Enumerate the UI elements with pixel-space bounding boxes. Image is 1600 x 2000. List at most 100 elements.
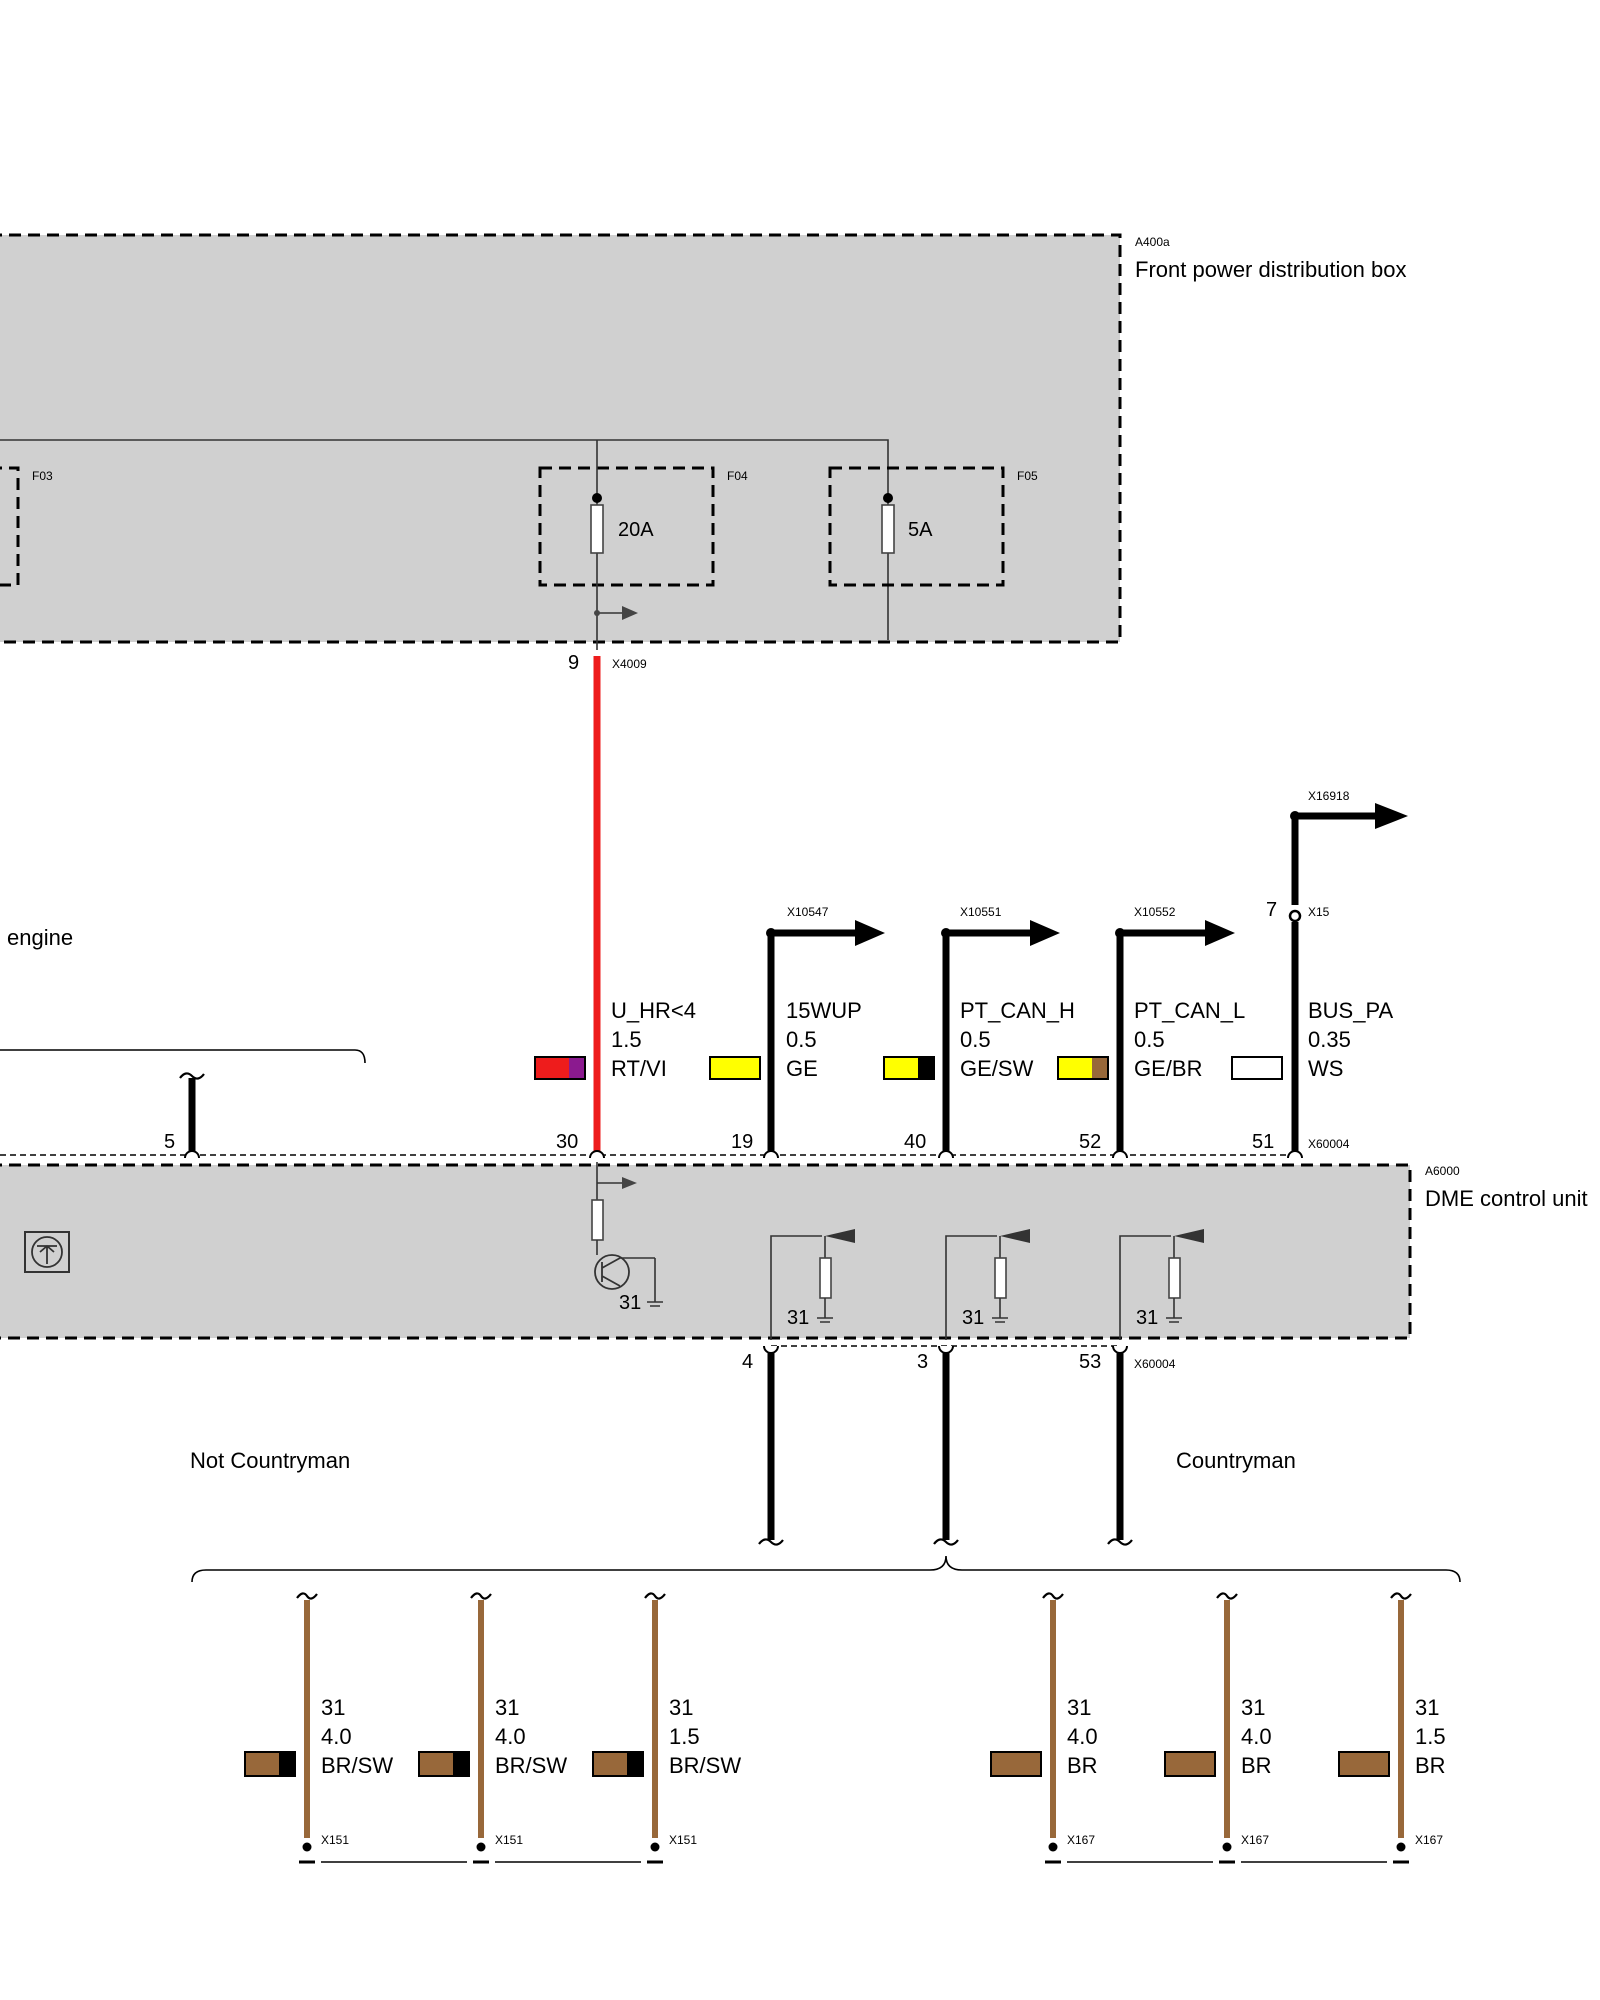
power-box-connector: X4009 <box>612 657 647 671</box>
ground-color-code: BR/SW <box>495 1753 567 1778</box>
ground-function: 31 <box>1067 1695 1091 1720</box>
fuse-code: F04 <box>727 469 748 483</box>
color-swatch <box>592 1751 644 1777</box>
wire-destination: X10551 <box>960 905 1002 919</box>
connection-point <box>1222 1842 1232 1852</box>
power-box-code: A400a <box>1135 235 1170 249</box>
wire-signal: 15WUP <box>786 998 862 1023</box>
wire-signal: PT_CAN_H <box>960 998 1075 1023</box>
ground-color-code: BR/SW <box>321 1753 393 1778</box>
ground-label: 31 <box>619 1292 641 1314</box>
ground-wires: 4 3 53 X60004 <box>742 1345 1176 1546</box>
ground-label: 31 <box>1136 1307 1158 1329</box>
connection-point <box>1396 1842 1406 1852</box>
ground-size: 4.0 <box>321 1724 352 1749</box>
pin-number: 40 <box>904 1131 926 1153</box>
ground-color-code: BR <box>1241 1753 1272 1778</box>
pin-number: 5 <box>164 1131 175 1153</box>
pin-number: 53 <box>1079 1351 1101 1373</box>
color-swatch <box>1164 1751 1216 1777</box>
ground-function: 31 <box>1415 1695 1439 1720</box>
wire-signal: BUS_PA <box>1308 998 1394 1023</box>
color-swatch-ge <box>709 1056 761 1080</box>
wire-break-icon <box>1216 1592 1238 1600</box>
power-box-pin: 9 <box>568 652 579 674</box>
wire-destination: X10552 <box>1134 905 1176 919</box>
output-driver-circuit: 31 <box>591 1162 663 1314</box>
ground-size: 1.5 <box>1415 1724 1446 1749</box>
color-swatch-ge-sw <box>883 1056 935 1080</box>
ground-connector: X151 <box>495 1833 523 1847</box>
wire-color-code: GE/BR <box>1134 1056 1202 1081</box>
color-swatch <box>990 1751 1042 1777</box>
wire-size: 0.5 <box>1134 1027 1165 1052</box>
fuse-f05: F05 5A <box>828 466 1038 587</box>
wire-u-hr: 30 U_HR<4 1.5 RT/VI <box>534 656 696 1155</box>
wire-size: 0.35 <box>1308 1027 1351 1052</box>
ground-function: 31 <box>669 1695 693 1720</box>
wire-color-code: WS <box>1308 1056 1343 1081</box>
ground-color-code: BR/SW <box>669 1753 741 1778</box>
ground-point: 31 4.0BR/SW X151 <box>244 1592 393 1864</box>
connection-point <box>476 1842 486 1852</box>
ground-point: 31 1.5BR X167 <box>1338 1592 1446 1864</box>
ground-point: 31 1.5BR/SW X151 <box>592 1592 741 1864</box>
ground-points: 31 4.0BR/SW X151 31 4.0BR/SW X151 31 1.5BR/SW X1… <box>244 1592 1446 1864</box>
pin-number: 4 <box>742 1351 753 1373</box>
ground-function: 31 <box>1241 1695 1265 1720</box>
wire-color-code: RT/VI <box>611 1056 667 1081</box>
transistor-symbol-icon <box>24 1231 70 1273</box>
dme-connector-bottom: X60004 <box>1134 1357 1176 1371</box>
dme-title: DME control unit <box>1425 1186 1588 1211</box>
variant-countryman: Countryman <box>1176 1448 1296 1473</box>
wire-bus-pa: X16918 7 X15 51 BUS_PA 0.35 WS X60004 <box>1231 789 1408 1155</box>
color-swatch-ws <box>1231 1056 1283 1080</box>
ground-color-code: BR <box>1415 1753 1446 1778</box>
fuse-f03: F03 <box>0 466 53 587</box>
variant-not-countryman: Not Countryman <box>190 1448 350 1473</box>
wire-size: 0.5 <box>960 1027 991 1052</box>
ground-function: 31 <box>495 1695 519 1720</box>
ground-connector: X151 <box>669 1833 697 1847</box>
wire-signal: PT_CAN_L <box>1134 998 1245 1023</box>
wire-break-icon <box>1390 1592 1412 1600</box>
ground-size: 4.0 <box>495 1724 526 1749</box>
pin-number: 30 <box>556 1131 578 1153</box>
fuse-f04: F04 20A <box>538 440 748 650</box>
connection-point <box>1048 1842 1058 1852</box>
termination-pin-3: 31 <box>945 1229 1030 1340</box>
wire-break-icon <box>470 1592 492 1600</box>
wire-destination: X10547 <box>787 905 829 919</box>
fuse-rating: 5A <box>908 519 933 541</box>
wire-signal: U_HR<4 <box>611 998 696 1023</box>
ground-function: 31 <box>321 1695 345 1720</box>
wire-15wup: X10547 19 15WUP 0.5 GE <box>709 905 885 1155</box>
wire-pt-can-l: X10552 52 PT_CAN_L 0.5 GE/BR <box>1057 905 1245 1155</box>
ground-connector: X151 <box>321 1833 349 1847</box>
via-connector: X15 <box>1308 905 1330 919</box>
fuse-code: F05 <box>1017 469 1038 483</box>
ground-size: 1.5 <box>669 1724 700 1749</box>
dme-connector-top: X60004 <box>1308 1137 1350 1151</box>
via-pin: 7 <box>1266 899 1277 921</box>
wire-break-icon <box>1042 1592 1064 1600</box>
color-swatch-rt-vi <box>534 1056 586 1080</box>
front-power-distribution-box: A400a Front power distribution box F03 F… <box>0 233 1406 674</box>
variant-brace <box>191 1555 1461 1583</box>
wire-pt-can-h: X10551 40 PT_CAN_H 0.5 GE/SW <box>883 905 1075 1155</box>
wire-color-code: GE <box>786 1056 818 1081</box>
ground-label: 31 <box>787 1307 809 1329</box>
wire-color-code: GE/SW <box>960 1056 1034 1081</box>
fuse-code: F03 <box>32 469 53 483</box>
wire-pin-5: 5 <box>164 1072 205 1155</box>
dme-code: A6000 <box>1425 1164 1460 1178</box>
connection-point <box>650 1842 660 1852</box>
power-box-title: Front power distribution box <box>1135 257 1406 282</box>
ground-size: 4.0 <box>1067 1724 1098 1749</box>
termination-pin-53: 31 <box>1119 1229 1204 1340</box>
ground-connector: X167 <box>1415 1833 1443 1847</box>
ground-label: 31 <box>962 1307 984 1329</box>
